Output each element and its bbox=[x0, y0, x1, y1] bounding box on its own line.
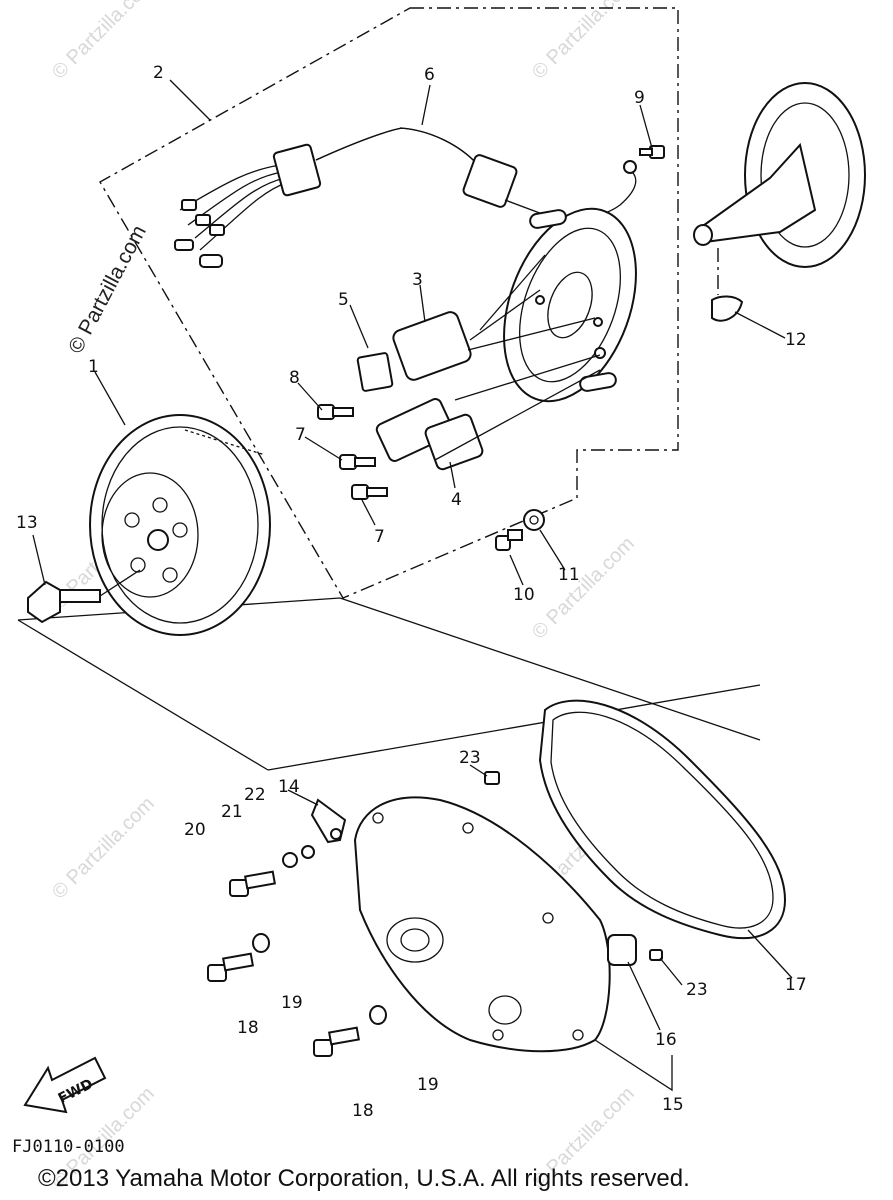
flywheel bbox=[89, 414, 271, 636]
leader-lines bbox=[32, 79, 793, 1092]
watermark-vertical: © Partzilla.com bbox=[64, 222, 151, 358]
crankshaft-hub bbox=[693, 82, 866, 322]
flywheel-bolt bbox=[27, 569, 141, 624]
watermark: © Partzilla.com bbox=[48, 0, 159, 84]
watermark: © Partzilla.com bbox=[528, 533, 639, 644]
copyright-text: ©2013 Yamaha Motor Corporation, U.S.A. A… bbox=[38, 1165, 690, 1192]
cover-group-boundary bbox=[17, 597, 761, 771]
callout-12: 12 bbox=[785, 330, 807, 350]
callout-22: 22 bbox=[244, 785, 266, 805]
lead-wire bbox=[399, 127, 637, 219]
fwd-arrow-icon: FWD bbox=[23, 1056, 107, 1114]
stator-base-plate bbox=[503, 207, 637, 403]
bolt-9 bbox=[639, 145, 665, 159]
callout-10: 10 bbox=[513, 585, 535, 605]
callout-6: 6 bbox=[424, 65, 435, 85]
callout-16: 16 bbox=[655, 1030, 677, 1050]
watermark: © Partzilla.com bbox=[48, 793, 159, 904]
callout-20: 20 bbox=[184, 820, 206, 840]
callout-1: 1 bbox=[88, 357, 99, 377]
callout-7: 7 bbox=[295, 425, 306, 445]
callout-4: 4 bbox=[451, 490, 462, 510]
callout-5: 5 bbox=[338, 290, 349, 310]
callout-15: 15 bbox=[662, 1095, 684, 1115]
callout-18: 18 bbox=[352, 1101, 374, 1121]
callout-19: 19 bbox=[281, 993, 303, 1013]
callout-2: 2 bbox=[153, 63, 164, 83]
coil-assembly bbox=[356, 254, 601, 471]
callout-3: 3 bbox=[412, 270, 423, 290]
diagram-code: FJ0110-0100 bbox=[12, 1137, 125, 1157]
callout-23: 23 bbox=[459, 748, 481, 768]
crankcase-cover bbox=[353, 796, 611, 1053]
callout-8: 8 bbox=[289, 368, 300, 388]
callout-9: 9 bbox=[634, 88, 645, 108]
watermark: © Partzilla.com bbox=[528, 0, 639, 84]
callout-18: 18 bbox=[237, 1018, 259, 1038]
fasteners-10-11 bbox=[495, 509, 545, 551]
callout-11: 11 bbox=[558, 565, 580, 585]
callout-17: 17 bbox=[785, 975, 807, 995]
callout-23: 23 bbox=[686, 980, 708, 1000]
callout-14: 14 bbox=[278, 777, 300, 797]
wire-harness bbox=[174, 127, 403, 268]
stator-group-boundary bbox=[99, 7, 679, 599]
callout-7: 7 bbox=[374, 527, 385, 547]
callout-21: 21 bbox=[221, 802, 243, 822]
gasket bbox=[538, 699, 787, 940]
small-fasteners bbox=[207, 771, 663, 1057]
callout-labels: 1 2 3 4 5 6 7 7 8 9 10 11 12 13 14 15 16… bbox=[16, 63, 807, 1121]
callout-19: 19 bbox=[417, 1075, 439, 1095]
callout-13: 13 bbox=[16, 513, 38, 533]
screws bbox=[317, 404, 388, 500]
